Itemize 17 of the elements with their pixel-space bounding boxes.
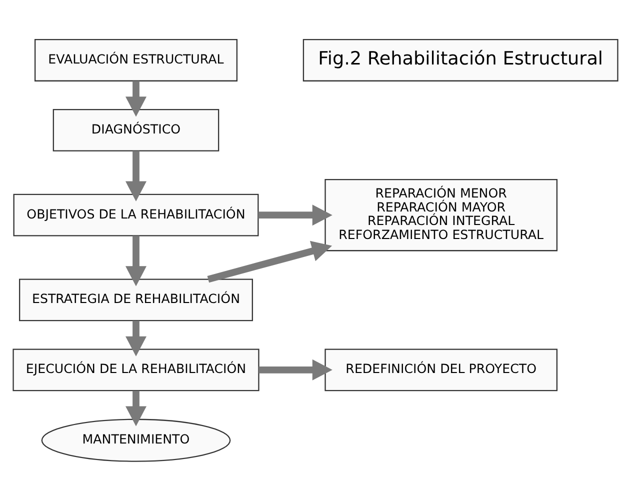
node-box: EVALUACIÓN ESTRUCTURAL bbox=[34, 38, 238, 81]
node-box: REDEFINICIÓN DEL PROYECTO bbox=[324, 348, 558, 391]
node-box: Fig.2 Rehabilitación Estructural bbox=[302, 38, 618, 81]
node-box: OBJETIVOS DE LA REHABILITACIÓN bbox=[13, 193, 259, 236]
arrow bbox=[125, 80, 146, 116]
arrow bbox=[258, 358, 332, 380]
node-box: EJECUCIÓN DE LA REHABILITACIÓN bbox=[12, 348, 260, 391]
node-box: DIAGNÓSTICO bbox=[52, 108, 220, 151]
node-box: REPARACIÓN MENOR REPARACIÓN MAYOR REPARACIÓN INTEGRAL REFORZAMIENTO ESTRUCTURAL bbox=[324, 178, 558, 251]
arrow bbox=[125, 390, 146, 426]
arrow bbox=[125, 150, 146, 201]
arrow bbox=[207, 240, 332, 282]
node-ellipse: MANTENIMIENTO bbox=[41, 418, 231, 462]
arrow bbox=[125, 320, 146, 356]
node-box: ESTRATEGIA DE REHABILITACIÓN bbox=[19, 278, 253, 321]
arrow bbox=[258, 204, 332, 226]
arrow bbox=[125, 235, 146, 286]
